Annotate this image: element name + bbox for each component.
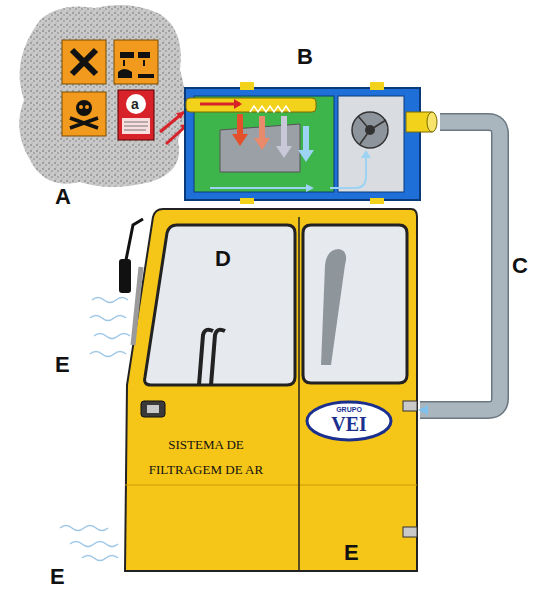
mirror-arm [125, 219, 143, 265]
part-letter: A [55, 186, 71, 208]
skull [76, 100, 92, 116]
crossbones [70, 118, 98, 128]
control-lever [211, 330, 225, 385]
duct-outline [420, 122, 500, 410]
door-handle [141, 401, 165, 417]
wave [90, 352, 126, 357]
mount-tab [240, 198, 254, 204]
clean-air-arrow [210, 187, 310, 189]
cab-caption: SISTEMA DE FILTRAGEM DE AR [131, 433, 281, 482]
arrow-head [234, 99, 242, 109]
front-window [145, 225, 295, 385]
corroded-surfaces [118, 69, 154, 78]
air-arrow [237, 114, 243, 136]
air-arrow [303, 126, 309, 152]
wave [92, 298, 128, 303]
arrow-head [254, 138, 270, 150]
hinge [403, 401, 417, 411]
part-letter: D [215, 248, 231, 270]
duct-letter: C [512, 255, 528, 277]
wiper [133, 267, 141, 345]
mount-tab [370, 198, 384, 204]
filter-unit: B [180, 40, 440, 205]
cab-body [125, 209, 417, 571]
part-letter: E [50, 566, 65, 588]
hazard-square [62, 92, 106, 136]
cab-shape [115, 205, 420, 585]
hazard-sign [118, 90, 154, 140]
part-letter: E [55, 354, 70, 376]
fan [352, 112, 388, 148]
arrow-head [298, 150, 314, 162]
pre-filter-tube [186, 98, 316, 112]
part-letter: E [344, 542, 359, 564]
fan-blades [358, 116, 386, 144]
unit-letter: B [290, 46, 320, 68]
filter-spring [250, 106, 290, 112]
fan-housing [338, 96, 404, 192]
arrow-head [361, 150, 371, 158]
drops [124, 60, 144, 66]
door-line [298, 217, 300, 571]
seat-pillar [321, 249, 346, 365]
unit-housing [185, 88, 420, 200]
duct-body [420, 122, 500, 410]
wave [70, 542, 118, 547]
sign-letter: a [131, 97, 139, 111]
pollution-cloud [19, 5, 185, 187]
arrow-head [276, 146, 292, 158]
hinge [403, 527, 417, 537]
hazard-corrosive [114, 40, 158, 84]
outlet-end [427, 112, 437, 132]
air-duct [418, 122, 500, 415]
panel-line [125, 485, 417, 486]
sign-text-area [122, 118, 150, 134]
wave [94, 334, 130, 339]
air-arrow [281, 116, 287, 148]
sign-plate [118, 90, 154, 140]
sign-circle [126, 94, 146, 114]
arrow-head [232, 134, 248, 146]
sign-text-lines [124, 122, 148, 130]
skull-eye [85, 105, 89, 109]
handle-insert [147, 405, 159, 413]
cab: SISTEMA DE FILTRAGEM DE AR GRUPOVEI [115, 205, 420, 585]
logo-top-text: GRUPO [305, 406, 393, 413]
logo-main-text: VEI [305, 414, 393, 434]
arrow-head [306, 184, 314, 192]
skull-eye [79, 105, 83, 109]
arrow-head [418, 405, 428, 415]
hazard-square [114, 40, 158, 84]
door-window [303, 225, 407, 383]
mount-tab [240, 82, 254, 90]
air-arrow [259, 116, 265, 140]
hazard-toxic [62, 92, 106, 136]
hazard-harmful [62, 40, 106, 84]
fan-air-arrow [330, 156, 366, 188]
wave [60, 526, 108, 531]
mirror [119, 259, 131, 293]
arrow-head [176, 112, 184, 119]
hazard-square [62, 40, 106, 84]
mount-tab [370, 82, 384, 90]
wave [82, 556, 118, 561]
cross-symbol [72, 50, 96, 74]
test-tubes [120, 52, 150, 58]
wave [90, 316, 126, 321]
logo: GRUPOVEI [305, 400, 393, 442]
